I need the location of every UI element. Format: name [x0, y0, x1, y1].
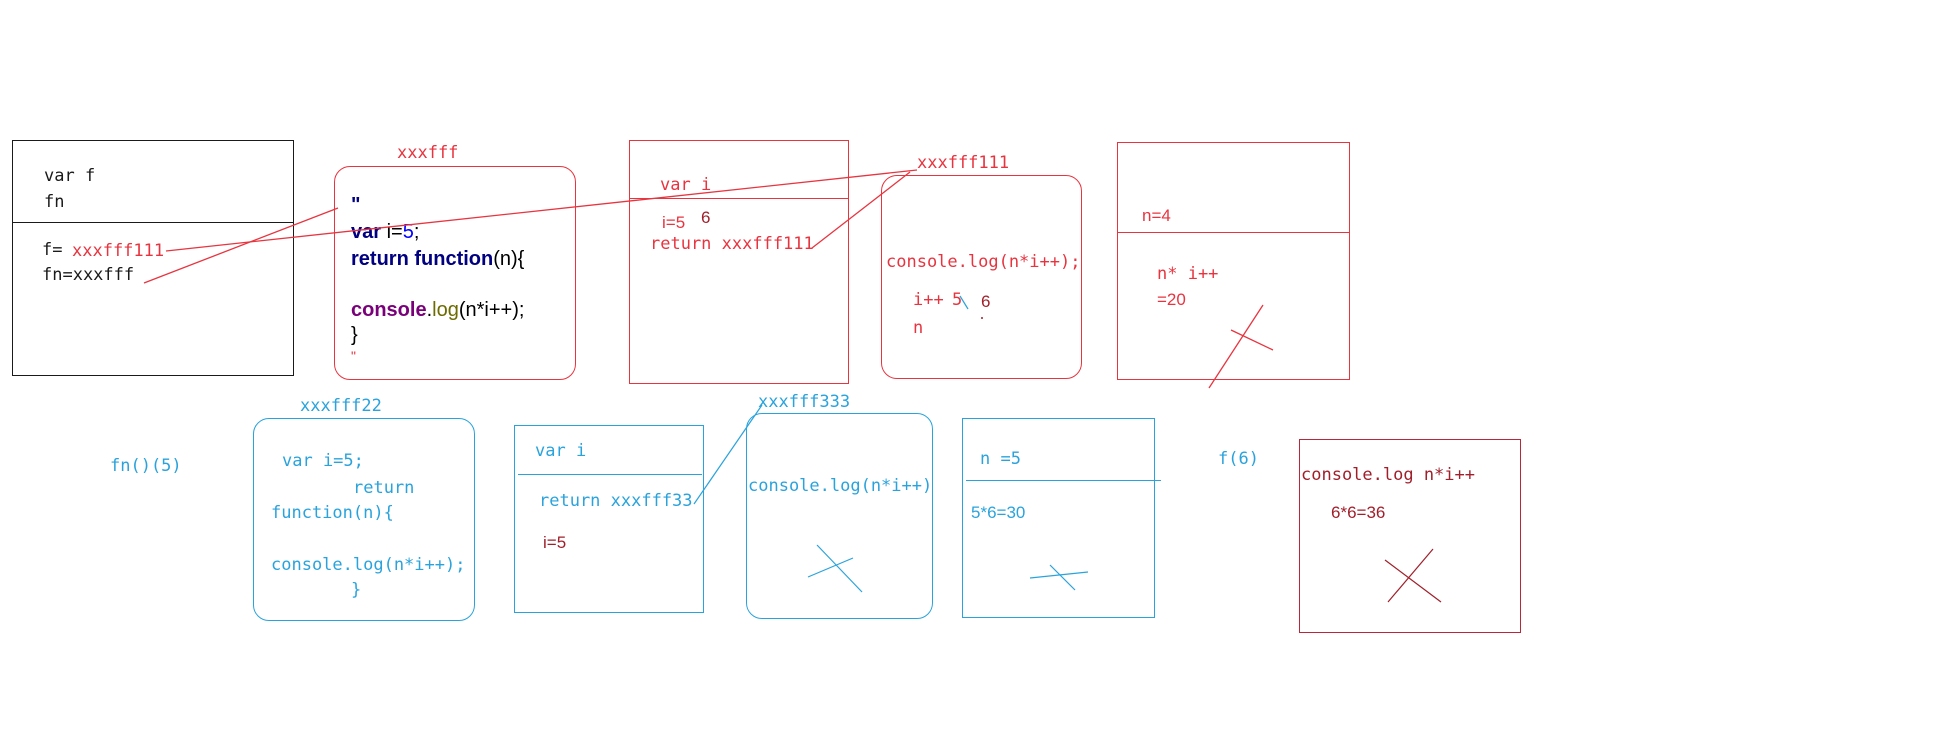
code-semicolon: ;: [413, 221, 420, 243]
cross-n5-b: [1049, 564, 1076, 591]
code-params: (n){: [493, 248, 525, 270]
cross-n5-a: [1029, 571, 1089, 579]
cross-xxxfff333-b: [807, 557, 854, 578]
scope-n5-divider: [966, 480, 1161, 481]
scope-blue-box: [514, 425, 704, 613]
scope-red-i-eq: i=5: [662, 213, 686, 232]
code-five: 5: [402, 221, 414, 243]
scope-blue-i-eq: i=5: [543, 533, 567, 552]
heap-xxxfff-quote-open: ": [351, 194, 361, 216]
global-f-value: xxxfff111: [72, 241, 165, 261]
global-fn-assign: fn=xxxfff: [42, 265, 135, 285]
code-dot: .: [426, 299, 433, 321]
heap-xxxfff22-line3: function(n){: [271, 503, 394, 523]
global-f-assign: f=: [42, 240, 63, 260]
scope-red-divider: [630, 198, 848, 199]
f6-code: console.log n*i++: [1301, 465, 1475, 485]
global-fn: fn: [44, 192, 65, 212]
code-return-keyword: return: [351, 248, 409, 270]
call-fn-5-label: fn()(5): [110, 456, 182, 476]
heap-xxxfff22-line4: console.log(n*i++);: [271, 555, 466, 575]
scope-n5-n-eq: n =5: [980, 449, 1021, 469]
heap-xxxfff22-box: [253, 418, 475, 621]
scope-n4-expr: n* i++: [1157, 264, 1219, 284]
heap-xxxfff111-code: console.log(n*i++);: [886, 252, 1081, 272]
heap-xxxfff22-line2: return: [353, 478, 415, 498]
code-log: log: [432, 299, 459, 321]
tick-i-pp: [959, 295, 969, 310]
connector-f-to-xxxfff111: [165, 169, 918, 252]
global-var-f: var f: [44, 166, 96, 186]
f6-box: [1299, 439, 1521, 633]
code-console: console: [351, 299, 427, 321]
scope-n4-box: [1117, 142, 1350, 380]
scope-n4-n-eq: n=4: [1142, 206, 1171, 225]
connector-fn-to-xxxfff: [143, 207, 339, 284]
scope-n5-result: 5*6=30: [971, 503, 1026, 522]
heap-xxxfff111-i-val: 5: [952, 290, 963, 310]
heap-xxxfff111-box: [881, 175, 1082, 379]
scope-n4-divider: [1118, 232, 1349, 233]
heap-xxxfff-quote-close: ": [351, 348, 356, 364]
scope-red-return: return xxxfff111: [650, 234, 814, 254]
code-args: (n*i++);: [458, 299, 525, 321]
heap-xxxfff-box: [334, 166, 576, 380]
connector-return-to-xxxfff111: [811, 171, 911, 249]
connector-return-to-xxxfff333: [693, 404, 763, 505]
heap-xxxfff333-code: console.log(n*i++): [748, 476, 933, 496]
heap-xxxfff-line-close: }: [351, 324, 358, 346]
heap-xxxfff333-label: xxxfff333: [758, 392, 851, 412]
heap-xxxfff111-n: n: [913, 318, 924, 338]
heap-xxxfff22-line5: }: [351, 580, 362, 600]
global-scope-divider: [13, 222, 293, 223]
heap-xxxfff111-i-new: 6: [981, 292, 991, 311]
cross-n4-b: [1230, 329, 1274, 351]
heap-xxxfff22-label: xxxfff22: [300, 396, 382, 416]
f6-result: 6*6=36: [1331, 503, 1386, 522]
heap-xxxfff111-label: xxxfff111: [917, 153, 1010, 173]
cross-f6-a: [1387, 548, 1434, 603]
heap-xxxfff111-i-pp: i++: [913, 290, 944, 310]
heap-xxxfff-line-console: console.log(n*i++);: [351, 298, 524, 323]
heap-xxxfff333-box: [746, 413, 933, 619]
scope-red-i-new: 6: [701, 208, 711, 227]
scope-red-box: [629, 140, 849, 384]
scope-n4-result: =20: [1157, 290, 1186, 309]
code-function-keyword: function: [414, 248, 494, 270]
code-var-keyword: var: [351, 221, 382, 243]
scope-n5-box: [962, 418, 1161, 618]
scope-blue-return: return xxxfff33: [539, 491, 693, 511]
cross-xxxfff333-a: [816, 544, 863, 593]
cross-n4-a: [1208, 304, 1264, 389]
global-scope-box: [12, 140, 294, 376]
dot-mark: [981, 317, 983, 319]
heap-xxxfff-line-return: return function(n){: [351, 247, 524, 272]
scope-blue-var-i: var i: [535, 441, 587, 461]
heap-xxxfff22-line1: var i=5;: [282, 451, 364, 471]
cross-f6-b: [1384, 559, 1442, 603]
scope-blue-divider: [518, 474, 702, 475]
scope-red-var-i: var i: [660, 175, 712, 195]
call-f-6-label: f(6): [1218, 449, 1259, 469]
heap-xxxfff-label: xxxfff: [397, 143, 459, 163]
